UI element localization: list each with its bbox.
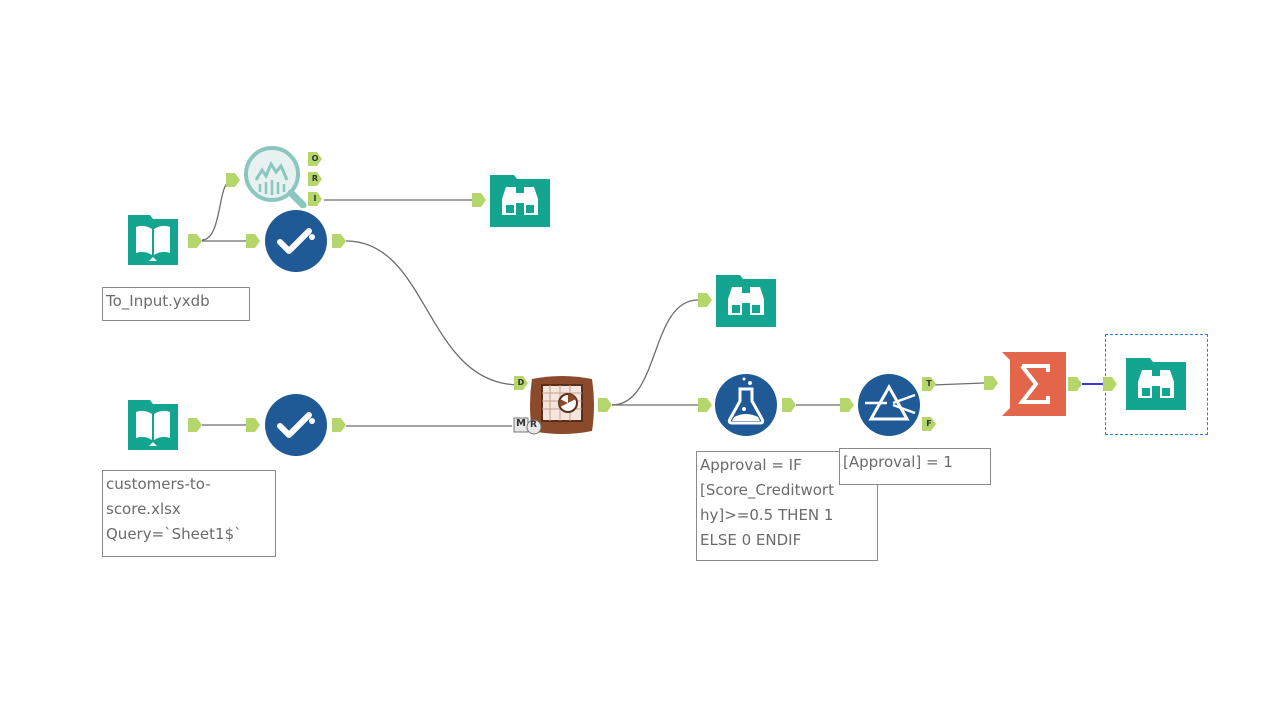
filter-annotation: [Approval] = 1 xyxy=(839,448,991,485)
score-m-badge: M R xyxy=(512,416,542,439)
browse2-input-anchor[interactable] xyxy=(698,293,712,307)
filter-output-f-anchor[interactable]: F xyxy=(922,417,936,431)
flask-icon xyxy=(715,374,777,436)
checkmark-icon xyxy=(265,210,327,272)
input1-output-anchor[interactable] xyxy=(188,234,202,248)
book-icon xyxy=(128,215,178,265)
select1-output-anchor[interactable] xyxy=(332,234,346,248)
browse-tool-2[interactable] xyxy=(714,269,778,331)
book-icon xyxy=(128,400,178,450)
select2-input-anchor[interactable] xyxy=(246,418,260,432)
formula-input-anchor[interactable] xyxy=(698,398,712,412)
wire-select1-to-score xyxy=(345,240,521,386)
wire-input1-to-browse-report xyxy=(201,181,231,241)
select-tool-2[interactable] xyxy=(264,393,328,457)
sigma-icon xyxy=(1002,352,1066,416)
summarize-output-anchor[interactable] xyxy=(1068,377,1082,391)
input2-output-anchor[interactable] xyxy=(188,418,202,432)
report-output-o-anchor[interactable]: O xyxy=(308,152,322,166)
checkmark-icon xyxy=(265,394,327,456)
magnifier-chart-icon xyxy=(244,146,307,208)
binoculars-icon xyxy=(1126,358,1186,410)
report-output-r-anchor[interactable]: R xyxy=(308,172,322,186)
binoculars-icon xyxy=(716,275,776,327)
summarize-input-anchor[interactable] xyxy=(984,376,998,390)
score-tool[interactable] xyxy=(528,373,596,437)
filter-input-anchor[interactable] xyxy=(840,398,854,412)
formula-tool[interactable] xyxy=(714,373,778,437)
input-tool-2[interactable] xyxy=(122,394,184,456)
input-2-annotation: customers-to- score.xlsx Query=`Sheet1$` xyxy=(102,470,276,557)
report-output-i-anchor[interactable]: I xyxy=(308,192,322,206)
filter-output-t-anchor[interactable]: T xyxy=(922,377,936,391)
select2-output-anchor[interactable] xyxy=(332,418,346,432)
browse1-input-anchor[interactable] xyxy=(472,193,486,207)
browse-tool-3[interactable] xyxy=(1124,352,1188,414)
wire-score-to-browse2 xyxy=(611,299,699,406)
select-tool-1[interactable] xyxy=(264,209,328,273)
score-model-icon xyxy=(530,376,594,434)
filter-tool[interactable] xyxy=(857,373,921,437)
input-tool-1[interactable] xyxy=(122,209,184,271)
binoculars-icon xyxy=(490,175,550,227)
browse3-input-anchor[interactable] xyxy=(1103,377,1117,391)
anchor-m-label: M xyxy=(516,418,526,429)
browse-tool-1[interactable] xyxy=(488,169,552,231)
score-input-d-anchor[interactable]: D xyxy=(514,376,528,390)
formula-output-anchor[interactable] xyxy=(782,398,796,412)
report-input-anchor[interactable] xyxy=(226,173,240,187)
score-output-anchor[interactable] xyxy=(598,398,612,412)
summarize-tool[interactable] xyxy=(1002,352,1066,416)
browse-report-tool[interactable] xyxy=(242,144,308,208)
input-1-annotation: To_Input.yxdb xyxy=(102,287,250,321)
prism-icon xyxy=(858,374,920,436)
formula-annotation: Approval = IF [Score_Creditwort hy]>=0.5… xyxy=(696,451,878,561)
anchor-r2-label: R xyxy=(530,420,537,430)
select1-input-anchor[interactable] xyxy=(246,234,260,248)
wire-filter-to-summarize xyxy=(931,382,985,386)
